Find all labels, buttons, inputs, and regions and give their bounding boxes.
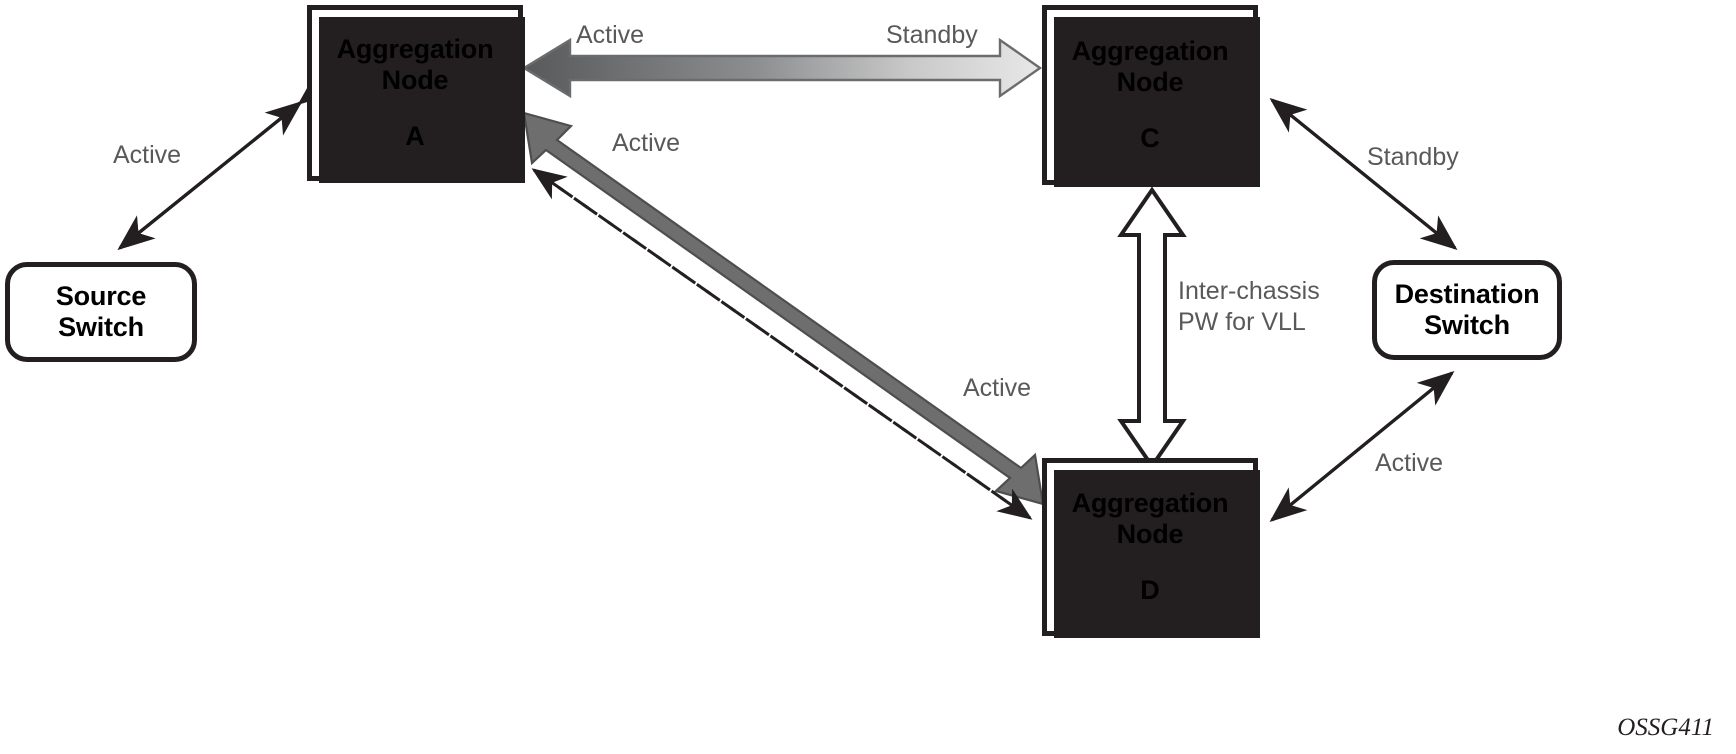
node-a-title-line2: Node	[381, 64, 449, 95]
edge-agg-a-to-agg-c-gradient	[521, 37, 1043, 99]
figure-id-label: OSSG411	[1617, 714, 1714, 741]
edge-agg-a-to-agg-d-dashed	[531, 168, 1033, 520]
edge-source-switch-to-agg-a	[117, 70, 336, 251]
box-shadow	[1054, 470, 1260, 638]
node-d-title-line1: Aggregation	[1071, 488, 1229, 519]
label-agg-a-to-agg-c-active: Active	[576, 21, 645, 49]
edge-agg-c-to-destination-switch	[1269, 97, 1458, 251]
node-c-letter: C	[1140, 122, 1160, 153]
edge-agg-a-to-agg-d-thick	[522, 111, 1045, 506]
node-a-title: Aggregation Node	[337, 34, 494, 94]
source-switch-title: Source Switch	[55, 280, 147, 343]
label-agg-a-to-agg-c-standby: Standby	[886, 21, 978, 49]
node-d-letter: D	[1140, 574, 1160, 605]
node-source-switch[interactable]: Source Switch	[5, 262, 197, 362]
label-agg-a-to-agg-d-lower: Active	[963, 374, 1032, 402]
box-shadow	[319, 17, 525, 183]
destination-switch-title: Destination Switch	[1395, 279, 1540, 341]
node-a-title-line1: Aggregation	[336, 34, 494, 65]
node-destination-switch[interactable]: Destination Switch	[1372, 260, 1562, 360]
source-switch-line1: Source	[55, 280, 147, 311]
inter-chassis-line1: Inter-chassis	[1178, 277, 1320, 305]
node-d-title-line2: Node	[1116, 518, 1184, 549]
node-d-title: Aggregation Node	[1072, 488, 1229, 548]
node-aggregation-c[interactable]: Aggregation Node C	[1042, 5, 1260, 187]
node-c-title-line2: Node	[1116, 66, 1184, 97]
destination-switch-line2: Switch	[1424, 310, 1510, 340]
node-c-title-line1: Aggregation	[1071, 36, 1229, 67]
label-source-to-agg-a: Active	[113, 141, 182, 169]
label-agg-c-to-destination-standby: Standby	[1367, 143, 1459, 171]
destination-switch-line1: Destination	[1394, 278, 1540, 309]
node-c-title: Aggregation Node	[1072, 36, 1229, 96]
node-aggregation-d[interactable]: Aggregation Node D	[1042, 458, 1260, 638]
node-aggregation-a[interactable]: Aggregation Node A	[307, 5, 525, 183]
box-shadow	[1054, 17, 1260, 187]
label-agg-a-to-agg-d-upper: Active	[612, 129, 681, 157]
source-switch-line2: Switch	[58, 312, 144, 342]
node-a-letter: A	[405, 120, 425, 151]
label-agg-d-to-destination-active: Active	[1375, 449, 1444, 477]
edge-agg-c-to-agg-d-hollow	[1117, 186, 1187, 470]
inter-chassis-line2: PW for VLL	[1178, 307, 1306, 336]
edge-agg-d-to-destination-switch	[1269, 370, 1455, 523]
label-inter-chassis-pw: Inter-chassis PW for VLL	[1178, 276, 1363, 337]
